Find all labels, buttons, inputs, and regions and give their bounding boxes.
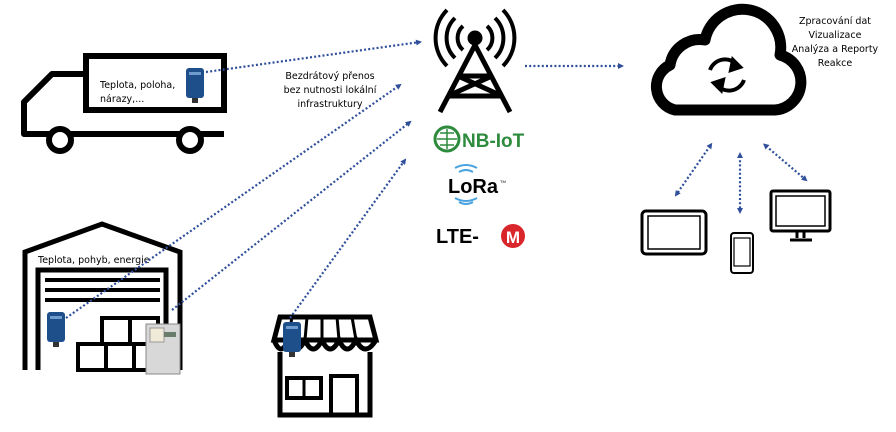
ltem-badge: M xyxy=(506,228,520,247)
tablet-icon xyxy=(640,209,708,256)
shop-link xyxy=(289,158,407,319)
wheel-icon xyxy=(176,126,204,154)
sensor-icon xyxy=(186,68,204,103)
nbiot-label: NB-IoT xyxy=(462,131,525,152)
truck-caption: nárazy,... xyxy=(100,94,144,105)
nbiot-logo: NB-IoT xyxy=(433,125,525,153)
monitor-icon xyxy=(769,189,832,242)
trademark: TM xyxy=(500,179,506,184)
cloud-monitor-link xyxy=(762,143,808,182)
truck: Teplota, poloha, nárazy,... xyxy=(21,53,227,154)
cloud-function: Zpracování dat xyxy=(799,16,871,27)
cloud-function: Analýza a Reporty xyxy=(792,44,879,55)
phone-icon xyxy=(730,232,754,274)
truck-caption: Teplota, poloha, xyxy=(99,80,175,91)
ltem-label: LTE- xyxy=(436,226,479,248)
cell-tower-icon xyxy=(433,8,517,114)
lora-label: LoRa xyxy=(448,176,499,198)
warehouse-caption: Teplota, pohyb, energie xyxy=(37,255,150,266)
energy-meter-icon xyxy=(145,323,181,375)
wireless-links xyxy=(65,39,808,319)
truck-link xyxy=(205,39,422,74)
sync-icon xyxy=(708,55,746,95)
ltem-logo: LTE- M xyxy=(436,224,525,248)
wireless-note: Bezdrátový přenos xyxy=(285,71,374,82)
sensor-icon xyxy=(283,322,301,357)
warehouse: Teplota, pohyb, energie xyxy=(22,221,183,375)
cloud-function: Vizualizace xyxy=(809,30,862,41)
energy-meter-link xyxy=(171,120,412,311)
cloud-tablet-link xyxy=(674,142,713,197)
shop xyxy=(270,314,380,418)
wheel-icon xyxy=(46,126,74,154)
sensor-icon xyxy=(47,312,65,347)
cloud-icon xyxy=(650,3,807,116)
lora-logo: LoRa TM xyxy=(448,164,506,205)
wireless-note: infrastruktury xyxy=(297,99,362,110)
warehouse-sensor-link xyxy=(65,83,402,319)
cloud-function: Reakce xyxy=(818,58,853,69)
wireless-note: bez nutnosti lokální xyxy=(284,85,377,96)
